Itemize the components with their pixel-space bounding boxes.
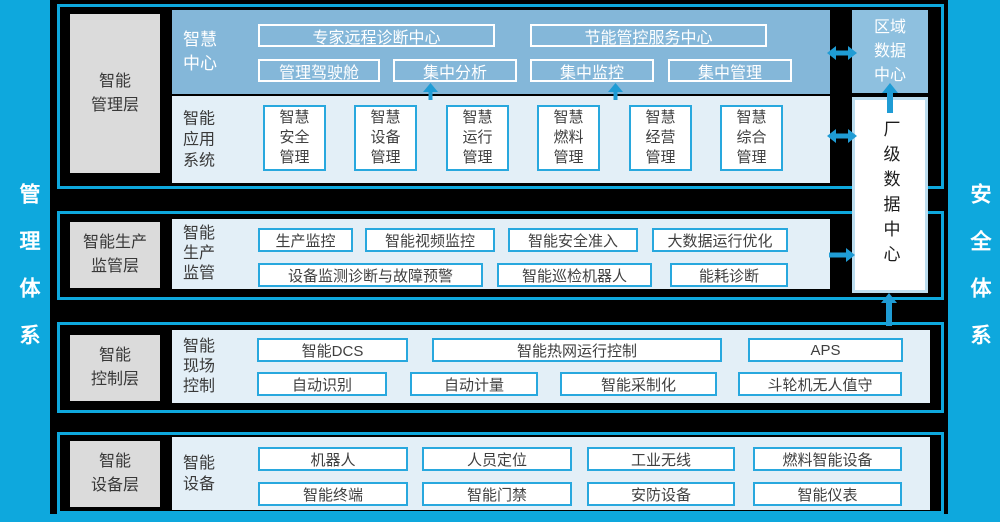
box-fuel-smart-equipment: 燃料智能设备 bbox=[753, 447, 902, 471]
box-management-cockpit: 管理驾驶舱 bbox=[258, 59, 380, 82]
box-robot: 机器人 bbox=[258, 447, 408, 471]
box-centralized-analysis: 集中分析 bbox=[393, 59, 517, 82]
arrow-bidirectional-smartcenter-regional-icon bbox=[827, 46, 857, 60]
smart-center-panel: 智慧 中心 专家远程诊断中心 节能管控服务中心 管理驾驶舱 集中分析 集中监控 … bbox=[172, 10, 830, 94]
arrow-up-control-to-plant-icon bbox=[881, 293, 897, 326]
box-smart-meter: 智能仪表 bbox=[753, 482, 902, 506]
box-smart-business-management: 智慧 经营 管理 bbox=[629, 105, 692, 171]
field-control-panel: 智能 现场 控制 智能DCS 智能热网运行控制 APS 自动识别 自动计量 智能… bbox=[172, 330, 930, 403]
smart-device-panel: 智能 设备 机器人 人员定位 工业无线 燃料智能设备 智能终端 智能门禁 安防设… bbox=[172, 437, 930, 510]
arrow-right-supervision-plant-icon bbox=[829, 248, 855, 262]
box-aps: APS bbox=[748, 338, 903, 362]
box-smart-comprehensive-management: 智慧 综合 管理 bbox=[720, 105, 783, 171]
box-smart-video-surveillance: 智能视频监控 bbox=[365, 228, 495, 252]
layer-device-frame bbox=[57, 432, 944, 514]
box-energy-saving-control-service-center: 节能管控服务中心 bbox=[530, 24, 767, 47]
box-smart-inspection-robot: 智能巡检机器人 bbox=[497, 263, 652, 287]
regional-data-center: 区域 数据 中心 bbox=[852, 10, 928, 93]
box-smart-safety-management: 智慧 安全 管理 bbox=[263, 105, 326, 171]
box-smart-sampling: 智能采制化 bbox=[560, 372, 717, 396]
plant-data-center: 厂级数据中心 bbox=[852, 97, 928, 293]
box-smart-safety-access: 智能安全准入 bbox=[508, 228, 638, 252]
arrow-up-plant-to-regional-icon bbox=[882, 83, 898, 113]
arrow-up-to-centralized-monitoring-icon bbox=[608, 83, 623, 100]
layer-production-supervision-label: 智能生产 监管层 bbox=[70, 222, 160, 288]
box-smart-terminal: 智能终端 bbox=[258, 482, 408, 506]
layer-control-frame bbox=[57, 322, 944, 413]
box-centralized-monitoring: 集中监控 bbox=[530, 59, 654, 82]
arrow-bidirectional-appsystem-plant-icon bbox=[827, 129, 857, 143]
box-unmanned-bucket-wheel-machine: 斗轮机无人值守 bbox=[738, 372, 902, 396]
box-industrial-wireless: 工业无线 bbox=[587, 447, 735, 471]
box-expert-remote-diagnosis-center: 专家远程诊断中心 bbox=[258, 24, 495, 47]
left-vertical-label: 管理体系 bbox=[17, 183, 40, 371]
box-smart-dcs: 智能DCS bbox=[257, 338, 408, 362]
box-equipment-diagnosis-fault-warning: 设备监测诊断与故障预警 bbox=[258, 263, 483, 287]
layer-management-label: 智能 管理层 bbox=[70, 14, 160, 173]
box-smart-operation-management: 智慧 运行 管理 bbox=[446, 105, 509, 171]
field-control-title: 智能 现场 控制 bbox=[183, 337, 216, 395]
smart-device-title: 智能 设备 bbox=[183, 454, 216, 493]
layer-management-frame bbox=[57, 4, 944, 189]
layer-production-supervision-frame bbox=[57, 211, 944, 300]
app-system-panel: 智能 应用 系统 智慧 安全 管理 智慧 设备 管理 智慧 运行 管理 智慧 燃… bbox=[172, 96, 830, 183]
box-security-equipment: 安防设备 bbox=[587, 482, 735, 506]
box-smart-access-control: 智能门禁 bbox=[422, 482, 572, 506]
box-smart-fuel-management: 智慧 燃料 管理 bbox=[537, 105, 600, 171]
box-smart-equipment-management: 智慧 设备 管理 bbox=[354, 105, 417, 171]
production-supervision-title: 智能 生产 监管 bbox=[183, 225, 216, 282]
right-vertical-label: 安全体系 bbox=[968, 183, 991, 371]
box-centralized-management: 集中管理 bbox=[668, 59, 792, 82]
box-smart-heat-network-control: 智能热网运行控制 bbox=[432, 338, 722, 362]
box-personnel-positioning: 人员定位 bbox=[422, 447, 572, 471]
box-production-monitoring: 生产监控 bbox=[258, 228, 353, 252]
arrow-up-to-centralized-analysis-icon bbox=[423, 83, 438, 100]
production-supervision-panel: 智能 生产 监管 生产监控 智能视频监控 智能安全准入 大数据运行优化 设备监测… bbox=[172, 219, 830, 289]
box-auto-measurement: 自动计量 bbox=[410, 372, 538, 396]
box-auto-identification: 自动识别 bbox=[257, 372, 387, 396]
box-big-data-operation-optimization: 大数据运行优化 bbox=[652, 228, 788, 252]
smart-center-title: 智慧 中心 bbox=[183, 30, 217, 73]
layer-device-label: 智能 设备层 bbox=[70, 441, 160, 507]
layer-control-label: 智能 控制层 bbox=[70, 335, 160, 401]
app-system-title: 智能 应用 系统 bbox=[183, 110, 216, 169]
box-energy-consumption-diagnosis: 能耗诊断 bbox=[670, 263, 788, 287]
